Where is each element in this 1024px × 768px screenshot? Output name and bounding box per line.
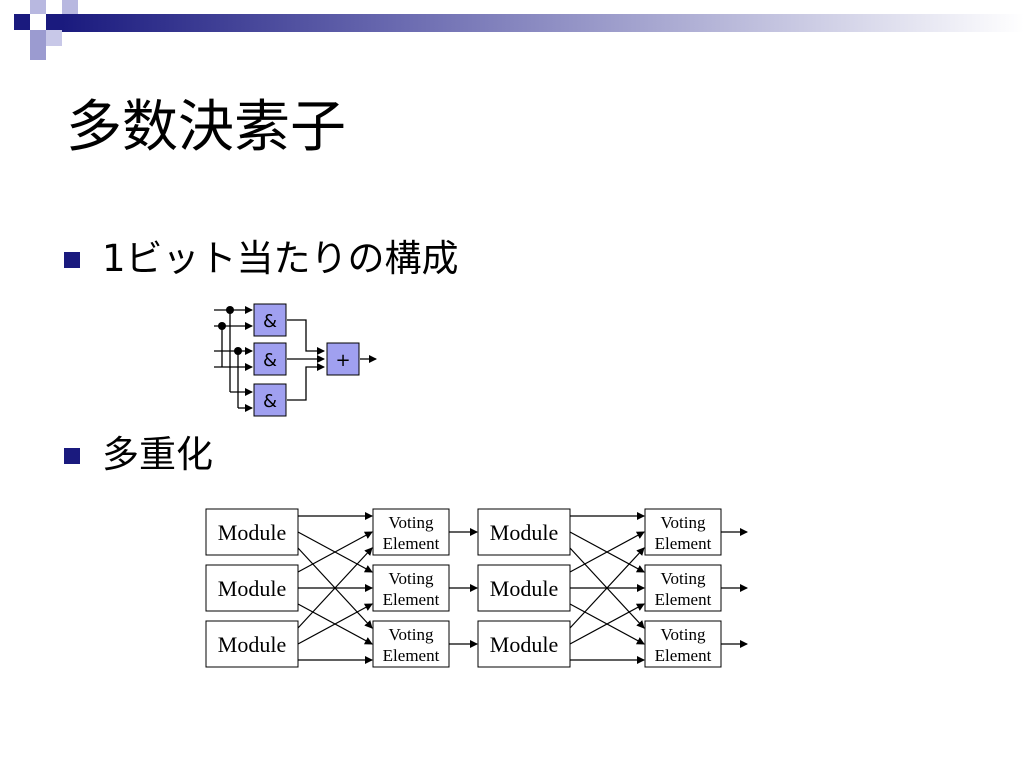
voting-element-box (372, 620, 450, 668)
voting-element-label: Voting (388, 513, 434, 532)
and-gate: & (253, 342, 287, 376)
connection-arrow (569, 603, 645, 645)
voting-element-label: Element (383, 534, 440, 553)
connection-arrow (569, 531, 645, 573)
and-gate-label: & (263, 350, 277, 371)
module-label: Module (218, 520, 286, 545)
square-bullet-icon (64, 448, 80, 464)
and-gate: & (253, 303, 287, 337)
connection-arrow (297, 603, 373, 645)
deco-square (46, 14, 62, 30)
or-gate: + (326, 342, 360, 376)
deco-square (30, 30, 46, 46)
voting-element-label: Element (383, 590, 440, 609)
voting-element-box (372, 564, 450, 612)
connection-arrow (569, 547, 645, 629)
voting-element-box (644, 620, 722, 668)
square-bullet-icon (64, 252, 80, 268)
module-box (205, 508, 299, 556)
deco-square (14, 14, 30, 30)
header-gradient-bar (62, 14, 1024, 32)
bullet-text: 多重化 (102, 433, 213, 476)
module-label: Module (218, 576, 286, 601)
connection-arrow (297, 547, 373, 629)
voting-element-label: Voting (660, 513, 706, 532)
module-box (205, 564, 299, 612)
module-box (477, 508, 571, 556)
slide-title: 多数決素子 (66, 95, 346, 160)
deco-square (62, 0, 78, 14)
voting-element-label: Voting (660, 625, 706, 644)
module-label: Module (218, 632, 286, 657)
voting-element-box (644, 564, 722, 612)
module-label: Module (490, 632, 558, 657)
and-gate: & (253, 383, 287, 417)
voting-element-label: Voting (388, 569, 434, 588)
module-label: Module (490, 576, 558, 601)
voting-element-label: Voting (388, 625, 434, 644)
voting-element-label: Element (655, 590, 712, 609)
voting-element-box (644, 508, 722, 556)
voting-element-label: Element (383, 646, 440, 665)
deco-square (30, 0, 46, 14)
and-gate-label: & (263, 391, 277, 412)
voting-element-label: Element (655, 646, 712, 665)
header-decoration (14, 0, 1024, 60)
and-gate-label: & (263, 311, 277, 332)
voting-element-label: Element (655, 534, 712, 553)
module-box (205, 620, 299, 668)
deco-square (30, 46, 46, 60)
module-box (477, 620, 571, 668)
connection-arrow (297, 531, 373, 573)
or-gate-label: + (335, 350, 350, 371)
module-label: Module (490, 520, 558, 545)
voting-element-label: Voting (660, 569, 706, 588)
bullet-text: 1ビット当たりの構成 (102, 237, 459, 280)
deco-square (46, 30, 62, 46)
junction-dots (218, 306, 242, 355)
